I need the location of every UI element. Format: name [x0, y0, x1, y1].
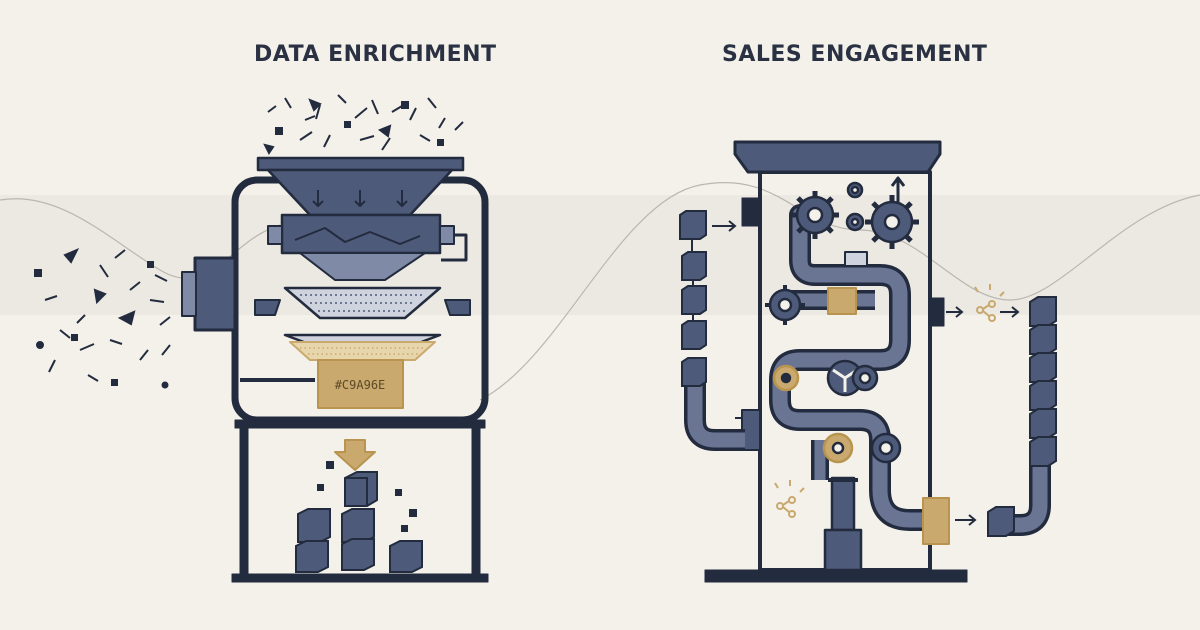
- wave-line-right: [479, 182, 1200, 401]
- raw-data-shards-left: [34, 248, 171, 389]
- gold-share-icon: [774, 284, 1005, 518]
- gear-icon: [765, 181, 919, 464]
- enriched-data-cubes: [295, 461, 423, 573]
- raw-data-shards-top: [263, 94, 464, 155]
- output-cube-chain: [987, 296, 1057, 537]
- data-enrichment-title: DATA ENRICHMENT: [254, 42, 497, 67]
- sales-engagement-title: SALES ENGAGEMENT: [722, 42, 988, 67]
- color-swatch-label: #C9A96E: [335, 378, 386, 392]
- share-node-icon: [712, 202, 1020, 526]
- input-cube-chain: [679, 210, 707, 387]
- wave-line-left: [0, 198, 281, 279]
- background-band: [0, 195, 1200, 315]
- enrichment-machine: [181, 156, 489, 583]
